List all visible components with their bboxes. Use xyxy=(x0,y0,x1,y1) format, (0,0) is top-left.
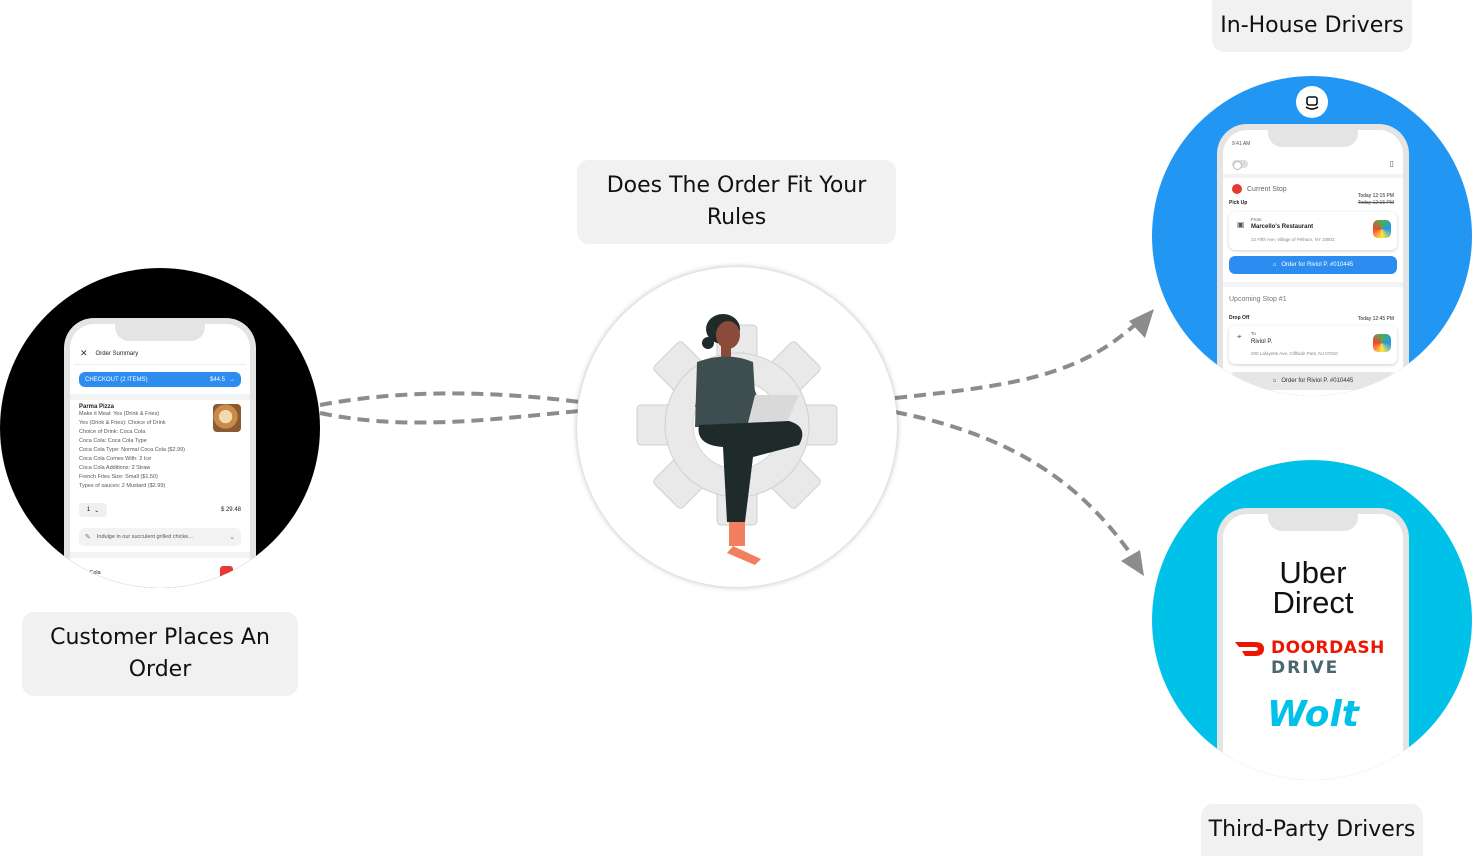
pin-icon: ⌖ xyxy=(1237,332,1242,341)
pencil-icon: ✎ xyxy=(85,534,91,541)
item-options-list: Make it Meal: Yes (Drink & Fries) Yes (Dr… xyxy=(79,410,185,491)
dropoff-time: Today 12:45 PM xyxy=(1357,316,1394,322)
customer-phone-mockup: ✕ Order Summary CHECKOUT (2 ITEMS) $44.5… xyxy=(64,318,256,588)
doordash-icon xyxy=(1235,642,1264,656)
rules-label: Does The Order Fit Your Rules xyxy=(577,160,896,244)
dropoff-label: Drop Off xyxy=(1229,315,1250,321)
uber-logo-line2: Direct xyxy=(1272,585,1354,620)
arrow-rules-to-thirdparty xyxy=(894,410,1137,562)
phone-notch xyxy=(1268,130,1358,147)
navigation-app-icon[interactable] xyxy=(1373,220,1391,238)
item-option-line: French Fries Size: Small ($1.50) xyxy=(79,474,158,480)
quantity-value: 1 xyxy=(86,507,91,513)
item-option-line: Coca Cola Type: Normal Coca Cola ($2.99) xyxy=(79,447,185,453)
arrowhead-inhouse xyxy=(1129,309,1154,338)
pizza-thumbnail xyxy=(213,404,241,432)
order-button-label: Order for Riviol P. #010445 xyxy=(1281,262,1354,268)
item-option-line: Coca Cola: Coca Cola Type xyxy=(79,438,147,444)
order-button-secondary[interactable]: ⌂ Order for Riviol P. #010445 xyxy=(1229,372,1397,390)
pickup-time: Today 12:15 PM xyxy=(1357,193,1394,199)
store-icon xyxy=(1232,184,1242,194)
chevron-down-icon: ⌄ xyxy=(94,507,100,514)
phone-notch xyxy=(115,324,205,341)
uber-direct-logo: Uber Direct xyxy=(1223,555,1403,620)
chevron-down-icon: ⌄ xyxy=(229,534,235,541)
customer-label: Customer Places An Order xyxy=(22,612,298,696)
bag-icon: ⌂ xyxy=(1272,262,1277,268)
thirdparty-drivers-circle: Uber Direct DOORDASH DRIVE Wolt xyxy=(1152,460,1472,780)
item-option-line: Coca Cola Comes With: 2 Ice xyxy=(79,456,152,462)
arrow-rules-to-inhouse xyxy=(894,320,1140,400)
drink-thumbnail xyxy=(220,566,233,579)
quantity-selector[interactable]: 1 ⌄ xyxy=(79,503,107,517)
pickup-label: Pick Up xyxy=(1229,200,1248,206)
uber-logo-line1: Uber xyxy=(1279,555,1347,590)
pickup-time-struck: Today 12:15 PM xyxy=(1357,200,1394,206)
to-label: To xyxy=(1251,331,1256,336)
thirdparty-phone-mockup: Uber Direct DOORDASH DRIVE Wolt xyxy=(1217,508,1409,780)
person-with-gear-illustration xyxy=(636,314,838,565)
current-stop-label: Current Stop xyxy=(1247,185,1287,193)
order-summary-title: Order Summary xyxy=(95,350,139,357)
store-icon: ▣ xyxy=(1237,220,1245,229)
item-price: $ 29.48 xyxy=(220,507,241,513)
checkout-label: CHECKOUT (2 ITEMS) xyxy=(85,376,148,383)
arrow-customer-to-rules-lower xyxy=(319,409,581,425)
arrowhead-thirdparty xyxy=(1121,550,1144,576)
bag-icon: ⌂ xyxy=(1272,378,1277,384)
from-label: From xyxy=(1251,217,1262,222)
doordash-logo-text: DOORDASH xyxy=(1271,638,1385,658)
pickup-card[interactable]: ▣ From Marcello's Restaurant 22 Fifth Av… xyxy=(1229,212,1397,250)
close-icon[interactable]: ✕ xyxy=(80,348,88,358)
inhouse-drivers-circle: 9:41 AM ▯ Current Stop Today 12:15 PM Pi… xyxy=(1152,76,1472,396)
item-option-line: Coca Cola Additions: 2 Straw xyxy=(79,465,151,471)
customer-address: 200 Lafayette Ave, Cliffside Park, NJ 07… xyxy=(1251,351,1338,356)
inhouse-label: In-House Drivers xyxy=(1212,0,1412,52)
order-button-label: Order for Riviol P. #010445 xyxy=(1281,378,1354,384)
person-figure xyxy=(695,314,803,565)
customer-name: Riviol P. xyxy=(1251,339,1273,345)
checkout-total: $44.5 xyxy=(209,376,225,383)
status-time: 9:41 AM xyxy=(1232,141,1251,147)
upcoming-stop-label: Upcoming Stop #1 xyxy=(1229,296,1287,303)
item-name: Parma Pizza xyxy=(79,404,115,410)
chef-hat-icon xyxy=(1296,86,1328,118)
doordash-drive-text: DRIVE xyxy=(1271,658,1340,678)
item-option-line: Make it Meal: Yes (Drink & Fries) xyxy=(79,411,160,417)
thirdparty-label: Third-Party Drivers xyxy=(1201,804,1423,856)
customer-order-circle: ✕ Order Summary CHECKOUT (2 ITEMS) $44.5… xyxy=(0,268,320,588)
rules-circle xyxy=(577,267,897,587)
phone-notch xyxy=(1268,514,1358,531)
toggle-icon[interactable] xyxy=(1232,160,1248,170)
doordash-drive-logo: DOORDASH DRIVE xyxy=(1233,638,1393,678)
checkout-button[interactable]: CHECKOUT (2 ITEMS) $44.5 → xyxy=(79,372,241,387)
arrow-right-icon: → xyxy=(229,376,235,383)
note-placeholder: Indulge in our succulent grilled chicke.… xyxy=(96,533,193,540)
restaurant-address: 22 Fifth Ave, Village of Pelham, NY 1080… xyxy=(1251,237,1335,242)
next-item-name: oca Cola xyxy=(79,570,101,576)
arrow-customer-to-rules-upper xyxy=(319,391,581,407)
special-note-field[interactable]: ✎ Indulge in our succulent grilled chick… xyxy=(79,528,241,546)
map-icon[interactable]: ▯ xyxy=(1389,159,1394,168)
restaurant-name: Marcello's Restaurant xyxy=(1251,224,1314,230)
item-option-line: Yes (Drink & Fries): Choice of Drink xyxy=(79,420,166,426)
item-option-line: Types of sauces: 2 Mustard ($2.99) xyxy=(79,483,166,489)
item-option-line: Choice of Drink: Coca Cola xyxy=(79,429,146,435)
driver-phone-mockup: 9:41 AM ▯ Current Stop Today 12:15 PM Pi… xyxy=(1217,124,1409,396)
dropoff-card[interactable]: ⌖ To Riviol P. 200 Lafayette Ave, Cliffs… xyxy=(1229,326,1397,364)
order-button[interactable]: ⌂ Order for Riviol P. #010445 xyxy=(1229,256,1397,274)
wolt-logo: Wolt xyxy=(1266,694,1360,735)
navigation-app-icon[interactable] xyxy=(1373,334,1391,352)
